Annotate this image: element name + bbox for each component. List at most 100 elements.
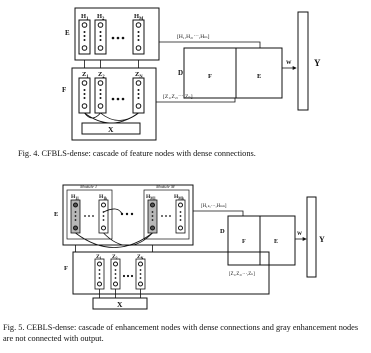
fig4-enhancement-block: E H1 H2 [65,7,160,61]
fig5-module-1 [66,189,113,240]
fig5-ellipsis-modules [120,212,134,216]
svg-text:Z1: Z1 [82,71,89,79]
svg-text:H1: H1 [81,13,89,21]
fig5-label-f: F [64,265,68,272]
fig5-z2-sub: 2 [116,256,118,260]
svg-text:H1k: H1k [99,194,108,200]
fig4-concat-lines [156,41,261,103]
fig4-hm-label: H [134,13,139,20]
fig5-dots-mm [161,215,171,217]
fig5-hmk-sub: Mk [178,196,185,200]
fig5-hm1-label: H [146,194,151,200]
fig5-h11-sub: 11 [75,196,79,200]
fig5-hm1-sub: M1 [150,196,156,200]
fig4-node-zn: ZN [132,71,145,114]
fig5-z1-sub: 1 [100,256,102,260]
svg-text:ZN: ZN [137,254,144,260]
fig5-z2-label: Z [112,254,116,260]
fig4-label-e: E [65,29,70,37]
fig4-output-y: Y [297,11,321,111]
fig4-output-label: Y [314,58,321,68]
fig5-f-to-e-lines [75,245,153,252]
fig5-node-h11: H11 [70,194,81,234]
fig4-node-h1: H1 [78,13,91,55]
fig4-ellipsis-h [111,36,125,40]
fig5-dense-arcs [75,208,153,248]
fig4-node-z1: Z1 [78,71,91,114]
fig4-ellipsis-z [111,97,125,101]
fig4-input-label: X [108,125,114,134]
fig4-zn-sub: N [139,74,143,79]
fig4-node-hm: HM [132,13,145,55]
fig4-out-f: F [208,73,212,80]
fig5-z-to-x-lines [99,289,141,298]
fig5-concat-lines [193,210,270,271]
fig5-zn-label: Z [137,254,141,260]
figure-4: E H1 H2 [62,7,321,141]
fig4-hm-sub: M [139,16,144,21]
fig5-ellipsis-z [122,274,134,278]
fig5-label-e: E [54,211,58,218]
fig5-label-d: D [220,228,225,235]
fig4-z2-sub: 2 [102,74,105,79]
fig4-z2-label: Z [98,71,102,78]
fig5-h11-label: H [71,194,76,200]
svg-text:HM1: HM1 [146,194,156,200]
fig4-caption: Fig. 4. CFBLS-dense: cascade of feature … [18,149,256,158]
fig4-node-h2: H2 [94,13,107,55]
fig4-node-z2: Z2 [94,71,107,114]
fig4-input-x: X [81,122,141,135]
fig4-label-f: F [62,86,66,94]
fig4-z1-label: Z [82,71,86,78]
fig5-output-matrix: D F E [220,215,296,266]
fig5-module-m [143,189,190,240]
svg-text:HM: HM [134,13,144,21]
fig5-z-concat: [Z₁,Z₂,⋯,Zₙ] [229,272,255,277]
fig5-out-f: F [242,239,246,245]
fig5-h1k-label: H [99,194,104,200]
fig4-h1-sub: 1 [86,16,89,21]
fig5-node-h1k: H1k [98,194,109,234]
fig4-weight: W [286,60,292,66]
fig4-z-concat: [Z₁,Z₂,⋯,Zₙ] [163,94,193,100]
svg-text:HMk: HMk [174,194,185,200]
svg-text:H2: H2 [97,13,105,21]
fig4-label-d: D [178,69,183,77]
fig4-dense-arcs [84,112,139,124]
fig5-input-label: X [117,300,123,309]
fig4-h-concat: [H₁,H₂,⋯,Hₘ] [177,34,210,40]
fig5-node-hmk: HMk [174,194,186,234]
fig5-weight: W [297,232,302,237]
figure-5: E Module 1 Module M H11 [54,184,325,310]
fig5-h-concat: [H₁ₖ,⋯,Hₘₖ] [201,204,227,209]
fig5-caption: Fig. 5. CEBLS-dense: cascade of enhancem… [3,323,359,343]
fig5-node-z1: Z1 [94,254,105,290]
svg-text:Z2: Z2 [98,71,105,79]
fig5-h1k-sub: 1k [103,196,108,200]
fig4-feature-block: F Z1 Z2 [62,67,157,141]
fig4-h2-sub: 2 [102,16,105,21]
fig5-output-label: Y [319,235,325,244]
fig5-modulem-label: Module M [155,184,175,189]
fig5-out-e: E [274,239,278,245]
fig5-dots-m1 [84,215,94,217]
fig5-zn-sub: N [141,256,144,260]
svg-text:H11: H11 [71,194,79,200]
fig5-output-y: Y [306,196,325,278]
fig5-input-x: X [92,297,148,310]
fig5-module1-label: Module 1 [79,184,97,189]
fig5-enhancement-block: E Module 1 Module M H11 [54,184,194,248]
fig4-out-e: E [257,73,261,80]
svg-text:Z2: Z2 [112,254,118,260]
fig5-hmk-label: H [174,194,179,200]
fig4-z1-sub: 1 [86,74,89,79]
fig5-z1-label: Z [96,254,100,260]
fig4-f-to-e-lines [84,60,139,68]
fig5-node-z2: Z2 [110,254,121,290]
svg-text:Z1: Z1 [96,254,102,260]
fig5-node-zn: ZN [135,254,146,290]
fig4-h2-label: H [97,13,102,20]
svg-text:ZN: ZN [135,71,143,79]
fig4-output-matrix: D F E [178,47,283,99]
